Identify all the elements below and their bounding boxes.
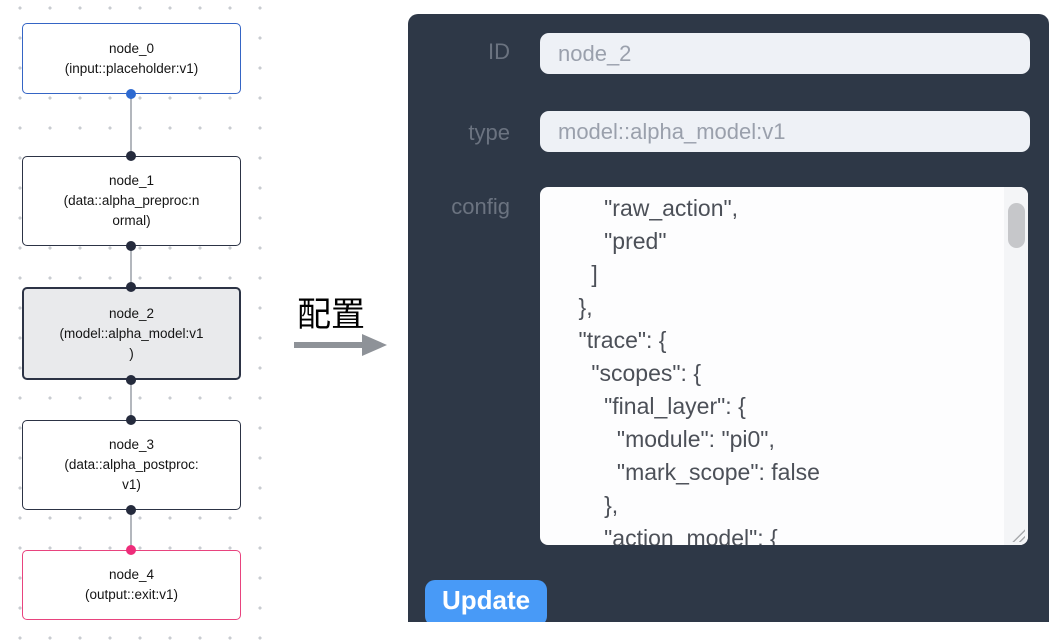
flow-node-node_1[interactable]: node_1 (data::alpha_preproc:n ormal)	[22, 156, 241, 246]
edge-node0-node1	[130, 94, 132, 156]
node-label: node_1 (data::alpha_preproc:n ormal)	[63, 173, 200, 228]
id-input[interactable]: node_2	[540, 33, 1030, 74]
config-label: config	[451, 194, 510, 219]
port-node2-in[interactable]	[126, 282, 136, 292]
config-textarea[interactable]: "raw_action", "pred" ] }, "trace": { "sc…	[540, 187, 1028, 545]
node-label: node_3 (data::alpha_postproc: v1)	[64, 437, 199, 492]
id-label: ID	[488, 39, 510, 64]
port-node1-in[interactable]	[126, 151, 136, 161]
port-node0-out[interactable]	[126, 89, 136, 99]
flow-node-node_3[interactable]: node_3 (data::alpha_postproc: v1)	[22, 420, 241, 510]
port-node1-out[interactable]	[126, 241, 136, 251]
config-json: "raw_action", "pred" ] }, "trace": { "sc…	[578, 195, 820, 545]
port-node3-in[interactable]	[126, 415, 136, 425]
scrollbar-track[interactable]	[1004, 187, 1028, 545]
port-node4-in[interactable]	[126, 545, 136, 555]
port-node3-out[interactable]	[126, 505, 136, 515]
edge-node3-node4	[130, 510, 132, 550]
node-label: node_4 (output::exit:v1)	[84, 567, 179, 602]
edge-node1-node2	[130, 246, 132, 287]
type-input[interactable]: model::alpha_model:v1	[540, 111, 1030, 152]
flow-canvas: node_0 (input::placeholder:v1) node_1 (d…	[0, 0, 266, 643]
edge-node2-node3	[130, 380, 132, 420]
config-panel: ID node_2 type model::alpha_model:v1 con…	[408, 14, 1049, 622]
flow-node-node_0[interactable]: node_0 (input::placeholder:v1)	[22, 23, 241, 94]
node-label: node_2 (model::alpha_model:v1 )	[59, 305, 204, 361]
type-label: type	[468, 120, 510, 145]
scrollbar-thumb[interactable]	[1008, 203, 1025, 248]
port-node2-out[interactable]	[126, 375, 136, 385]
id-value: node_2	[558, 40, 632, 66]
update-button[interactable]: Update	[425, 580, 547, 622]
flow-node-node_2-selected[interactable]: node_2 (model::alpha_model:v1 )	[22, 287, 241, 380]
arrow-right-icon	[294, 334, 387, 356]
transition-label: 配置	[297, 296, 365, 334]
type-value: model::alpha_model:v1	[558, 118, 786, 144]
node-label: node_0 (input::placeholder:v1)	[64, 40, 199, 76]
flow-node-node_4[interactable]: node_4 (output::exit:v1)	[22, 550, 241, 620]
